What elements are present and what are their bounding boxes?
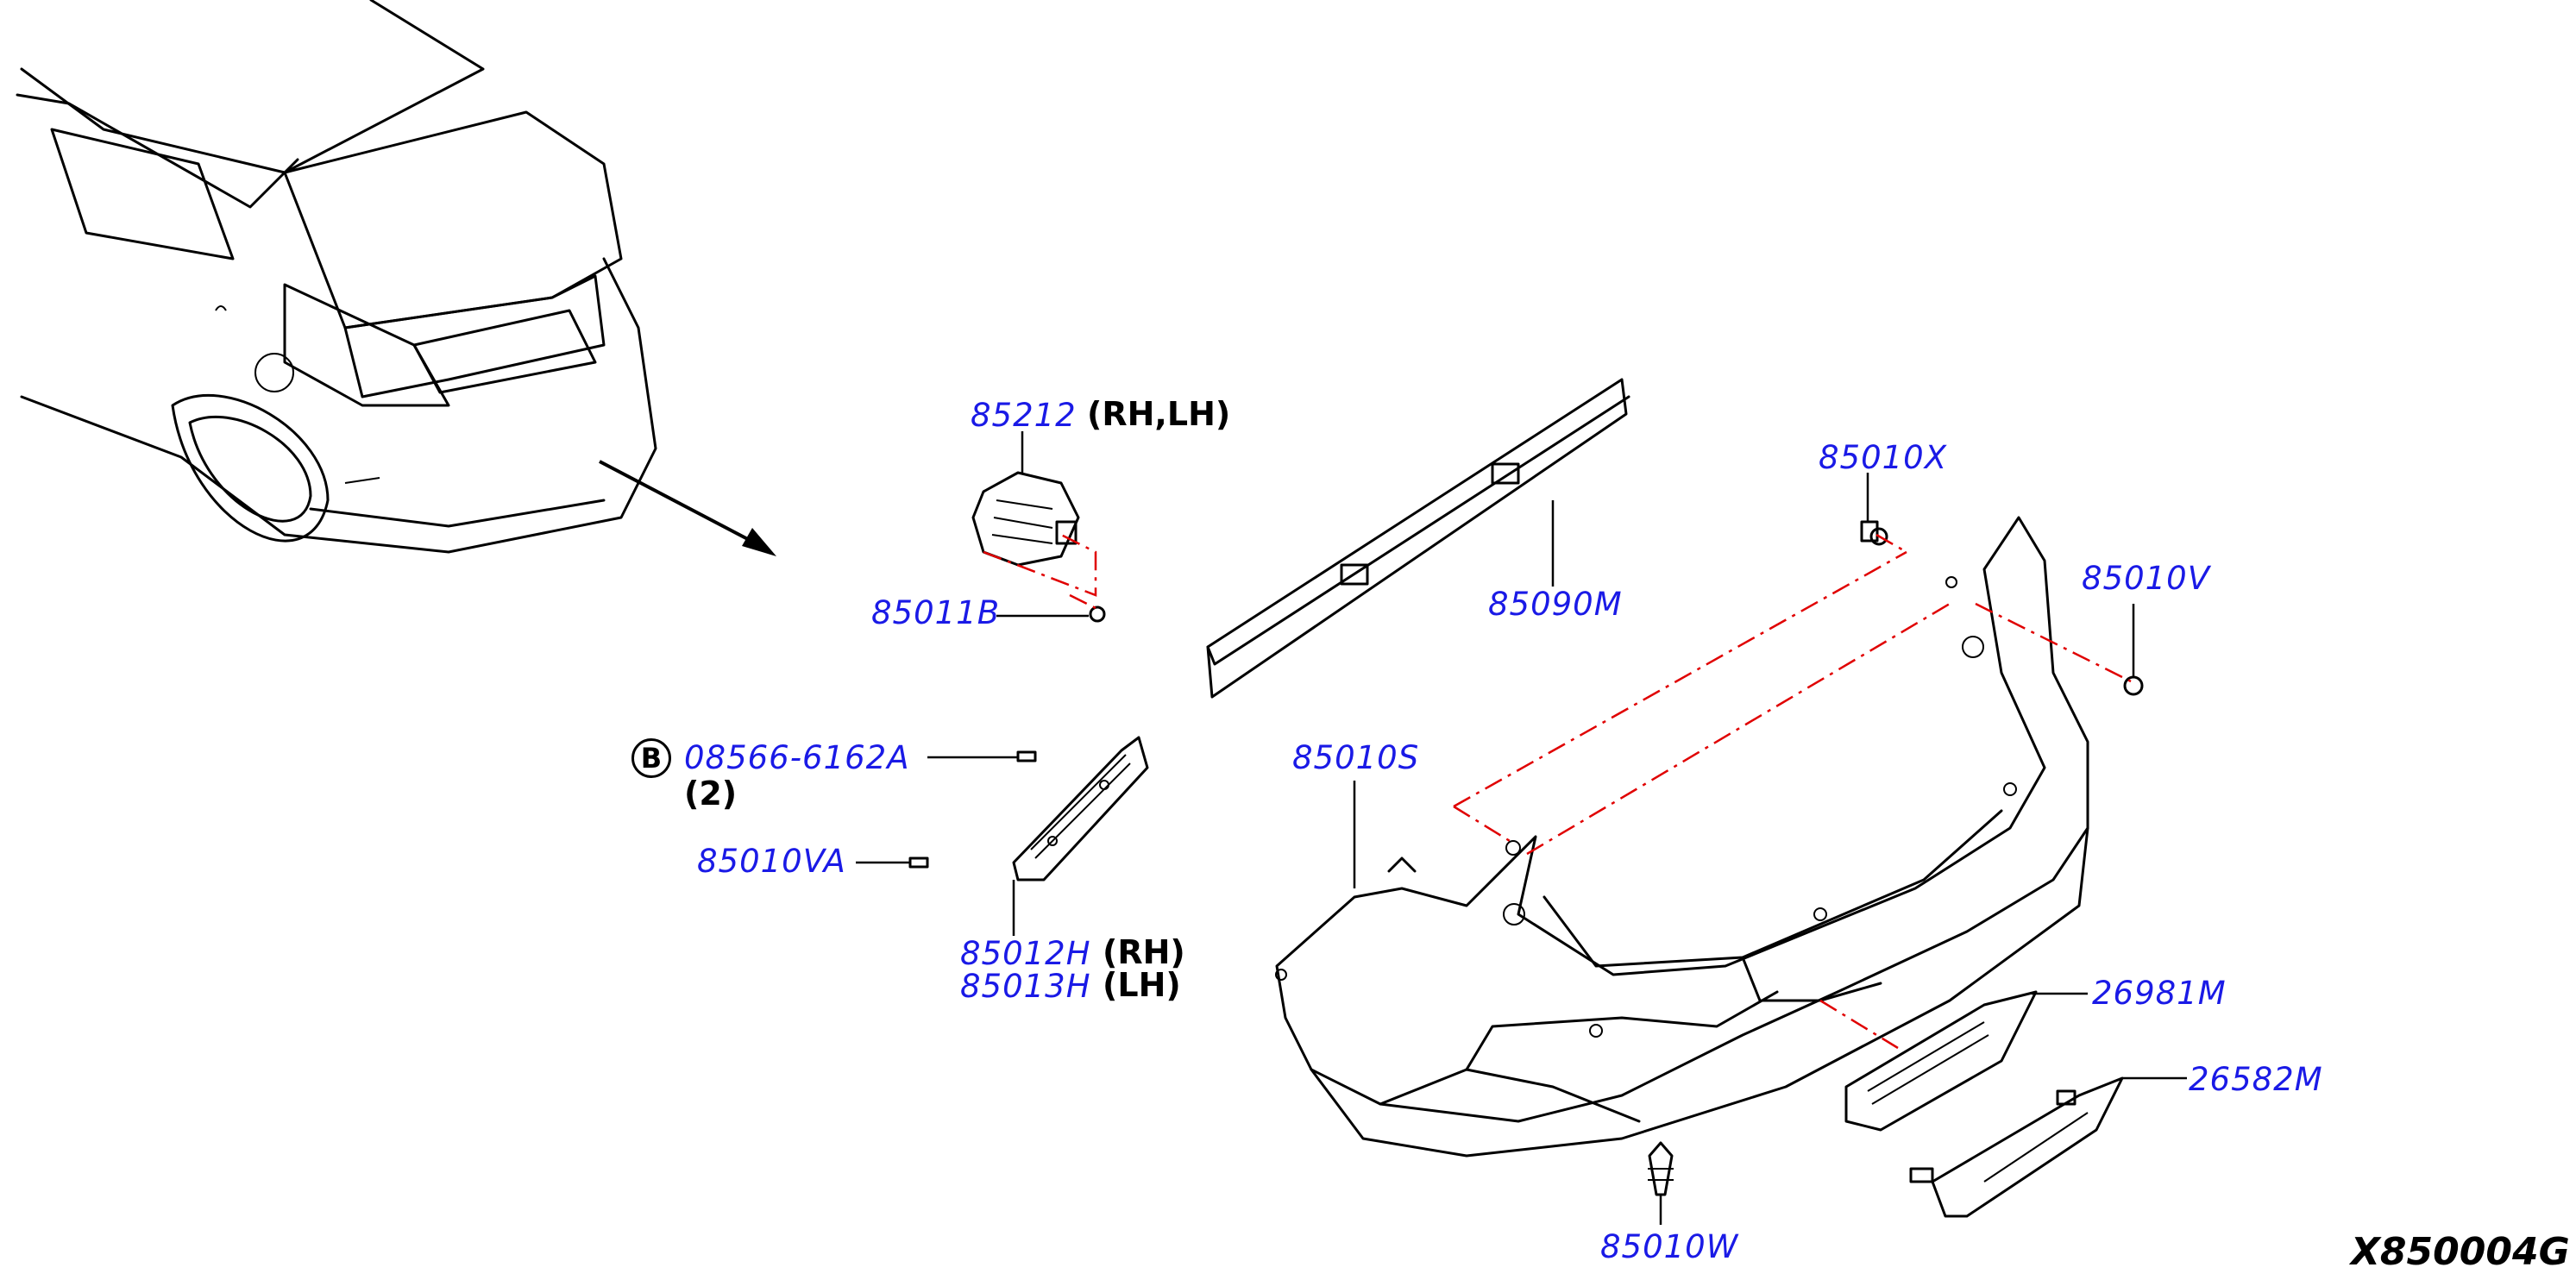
label-26582m[interactable]: 26582M bbox=[2189, 1061, 2323, 1098]
label-85090m[interactable]: 85090M bbox=[1488, 586, 1623, 623]
qualifier-85212: (RH,LH) bbox=[1087, 395, 1231, 433]
diagram-code: X850004G bbox=[2351, 1230, 2570, 1274]
qualifier-85013h: (LH) bbox=[1103, 966, 1181, 1004]
part-85011b-shape bbox=[996, 593, 1106, 623]
qualifier-08566: (2) bbox=[684, 775, 738, 813]
label-85012h[interactable]: 85012H bbox=[960, 935, 1091, 972]
part-85212-shape bbox=[971, 431, 1097, 597]
dashed-reference-lines bbox=[1453, 533, 2132, 1050]
part-85090m-shape bbox=[1206, 378, 1630, 699]
screw-85010va-shape bbox=[856, 856, 929, 869]
label-85010v[interactable]: 85010V bbox=[2082, 560, 2211, 597]
part-26981m-shape bbox=[1844, 990, 2088, 1132]
fastener-85010v-shape bbox=[2123, 604, 2144, 696]
label-85010va[interactable]: 85010VA bbox=[697, 843, 846, 880]
label-85010x[interactable]: 85010X bbox=[1819, 439, 1948, 476]
screw-08566-shape bbox=[927, 750, 1037, 762]
label-85011b[interactable]: 85011B bbox=[871, 594, 1001, 631]
label-08566-6162a[interactable]: 08566-6162A bbox=[684, 739, 910, 776]
label-85010s[interactable]: 85010S bbox=[1292, 739, 1420, 776]
label-85013h[interactable]: 85013H bbox=[960, 968, 1091, 1005]
label-85010w[interactable]: 85010W bbox=[1600, 1228, 1739, 1265]
ref-letter-b: B bbox=[631, 738, 671, 778]
clip-85010w-shape bbox=[1648, 1141, 1674, 1225]
qualifier-85012h: (RH) bbox=[1103, 933, 1185, 971]
label-85212[interactable]: 85212 bbox=[971, 397, 1077, 434]
part-85010s-shape bbox=[1275, 516, 2089, 1158]
part-26582m-shape bbox=[1909, 1076, 2187, 1218]
label-26981m[interactable]: 26981M bbox=[2092, 975, 2227, 1012]
fastener-85010x-shape bbox=[1860, 473, 1888, 546]
bracket-85012h-shape bbox=[1012, 736, 1149, 936]
direction-arrow bbox=[599, 460, 776, 556]
vehicle-rear-illustration bbox=[16, 0, 657, 554]
